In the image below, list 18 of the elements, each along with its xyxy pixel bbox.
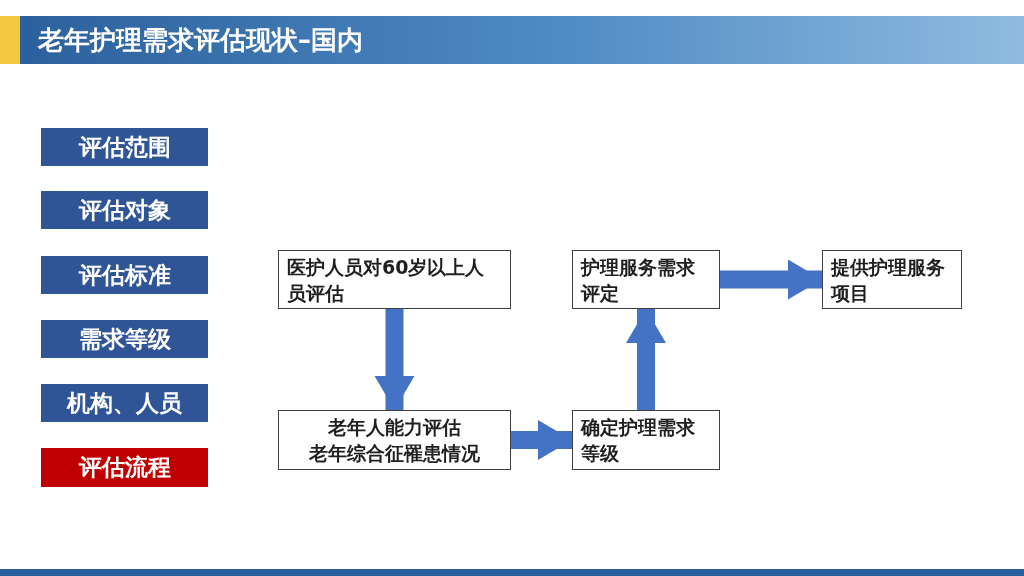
menu-item: 需求等级 — [41, 320, 208, 358]
menu-item: 机构、人员 — [41, 384, 208, 422]
block-arrow — [720, 259, 822, 300]
process-box: 提供护理服务项目 — [822, 250, 962, 309]
box-text: 老年综合征罹患情况 — [309, 441, 480, 466]
box-text: 老年人能力评估 — [328, 415, 461, 440]
menu-item: 评估流程 — [41, 448, 208, 487]
block-arrow — [626, 309, 666, 410]
menu-item: 评估标准 — [41, 256, 208, 294]
process-box: 医护人员对60岁以上人员评估 — [278, 250, 511, 309]
block-arrow — [374, 309, 415, 410]
menu-item: 评估对象 — [41, 191, 208, 229]
block-arrow — [511, 420, 572, 460]
process-box — [278, 410, 511, 470]
title: 老年护理需求评估现状–国内 — [38, 24, 363, 57]
process-box: 护理服务需求评定 — [572, 250, 720, 309]
process-box: 确定护理需求等级 — [572, 410, 720, 470]
menu-item: 评估范围 — [41, 128, 208, 166]
